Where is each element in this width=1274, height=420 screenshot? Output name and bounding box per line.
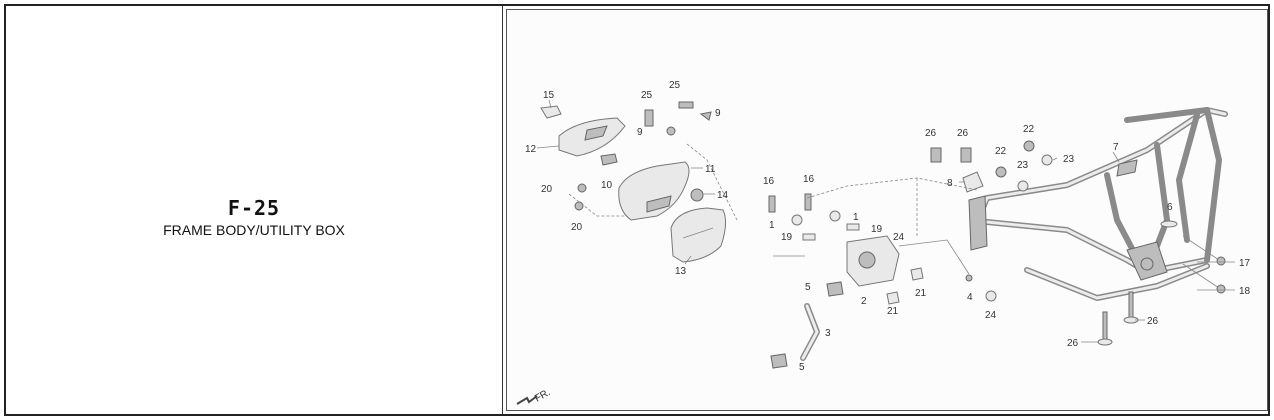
callout-2: 2 xyxy=(861,296,867,307)
callout-25: 25 xyxy=(641,90,653,101)
callout-24: 24 xyxy=(893,232,905,243)
part-clamp-5a xyxy=(826,281,844,297)
frame-seat-rail xyxy=(1124,107,1210,123)
callout-17: 17 xyxy=(1239,258,1251,269)
callout-19: 19 xyxy=(871,224,883,235)
callout-18: 18 xyxy=(1239,286,1251,297)
part-bolt-20b xyxy=(574,201,584,211)
part-utility-box-11 xyxy=(618,161,690,221)
part-lid-13 xyxy=(670,207,727,263)
part-damper-14 xyxy=(690,188,704,202)
frame-lower-tube xyxy=(984,219,1210,275)
callout-1: 1 xyxy=(769,220,775,231)
callout-26: 26 xyxy=(957,128,969,139)
callout-5: 5 xyxy=(805,282,811,293)
callout-21: 21 xyxy=(887,306,899,317)
section-name: FRAME BODY/UTILITY BOX xyxy=(163,222,345,238)
lid-edge-line xyxy=(682,227,714,239)
part-nut-22a xyxy=(995,166,1007,178)
part-box-latch xyxy=(646,195,672,213)
callout-5: 5 xyxy=(799,362,805,373)
callout-15: 15 xyxy=(543,90,555,101)
part-nut-9b xyxy=(699,111,712,121)
callout-9: 9 xyxy=(715,108,721,119)
part-spacer-19a xyxy=(802,233,816,241)
part-bolt-25a xyxy=(644,109,654,127)
part-cable-24 xyxy=(898,239,970,275)
part-clip-15 xyxy=(540,105,562,119)
part-nut-22b xyxy=(1023,140,1035,152)
callout-16: 16 xyxy=(763,176,775,187)
part-washer-23a xyxy=(1017,180,1029,192)
part-bolt-26b xyxy=(960,147,972,163)
catalog-page: F-25 FRAME BODY/UTILITY BOX xyxy=(4,4,1270,416)
part-collar-21a xyxy=(886,291,900,305)
parts-diagram: FR. 15 25 25 9 9 12 11 10 20 20 14 13 16… xyxy=(506,9,1268,411)
direction-label: FR. xyxy=(533,387,552,405)
callout-23: 23 xyxy=(1017,160,1029,171)
callout-16: 16 xyxy=(803,174,815,185)
callout-8: 8 xyxy=(947,178,953,189)
callout-20: 20 xyxy=(571,222,583,233)
callout-13: 13 xyxy=(675,266,687,277)
frame-rear-stay xyxy=(1176,112,1200,243)
frame-head-pipe xyxy=(968,195,988,251)
part-bolt-17 xyxy=(1182,235,1220,261)
callout-24: 24 xyxy=(985,310,997,321)
part-emblem-12 xyxy=(584,125,608,141)
exploded-view-drawing: FR. 15 25 25 9 9 12 11 10 20 20 14 13 16… xyxy=(516,80,1251,405)
callout-23: 23 xyxy=(1063,154,1075,165)
part-nut-9a xyxy=(666,126,676,136)
part-bolt-26d xyxy=(1102,311,1108,341)
part-collar-21b xyxy=(910,267,924,281)
callout-11: 11 xyxy=(705,164,716,175)
callout-14: 14 xyxy=(717,190,729,201)
part-bolt-26a xyxy=(930,147,942,163)
callout-26: 26 xyxy=(1147,316,1159,327)
title-panel: F-25 FRAME BODY/UTILITY BOX xyxy=(6,6,503,414)
callout-20: 20 xyxy=(541,184,553,195)
callout-3: 3 xyxy=(825,328,831,339)
callout-19: 19 xyxy=(781,232,793,243)
callout-22: 22 xyxy=(1023,124,1035,135)
callout-1: 1 xyxy=(853,212,859,223)
callout-12: 12 xyxy=(525,144,537,155)
part-clamp-5b xyxy=(770,353,788,369)
part-fitting-4 xyxy=(965,274,973,282)
part-bolt-20a xyxy=(577,183,587,193)
callout-21: 21 xyxy=(915,288,927,299)
callout-4: 4 xyxy=(967,292,973,303)
callout-6: 6 xyxy=(1167,202,1173,213)
frame-cross-tube-a xyxy=(1104,172,1140,261)
callout-26: 26 xyxy=(1067,338,1079,349)
title-block: F-25 FRAME BODY/UTILITY BOX xyxy=(6,196,502,238)
section-code: F-25 xyxy=(227,196,281,220)
part-washer-1b xyxy=(829,210,841,222)
part-washer-23b xyxy=(1041,154,1053,166)
frame-main-tube xyxy=(974,107,1228,225)
frame-bracket-7 xyxy=(1116,159,1138,177)
callout-26: 26 xyxy=(925,128,937,139)
part-spacer-19b xyxy=(846,223,860,231)
part-bolt-16a xyxy=(768,195,776,213)
part-grommet-10 xyxy=(600,153,618,166)
part-bracket-8 xyxy=(962,171,984,193)
part-bolt-18 xyxy=(1182,263,1220,289)
part-bolt-25b xyxy=(678,101,694,109)
callout-10: 10 xyxy=(601,180,613,191)
part-cap-24 xyxy=(985,290,997,302)
part-washer-1a xyxy=(791,214,803,226)
callout-25: 25 xyxy=(669,80,681,91)
part-cap-6 xyxy=(1160,220,1178,228)
frame-rear-upright xyxy=(1204,107,1222,263)
front-direction-arrow-icon xyxy=(516,395,538,405)
part-bolt-16b xyxy=(804,193,812,211)
callout-9: 9 xyxy=(637,127,643,138)
frame-pivot-bolt xyxy=(1140,257,1154,271)
callout-7: 7 xyxy=(1113,142,1119,153)
part-bolt-26c xyxy=(1128,291,1134,319)
callout-22: 22 xyxy=(995,146,1007,157)
